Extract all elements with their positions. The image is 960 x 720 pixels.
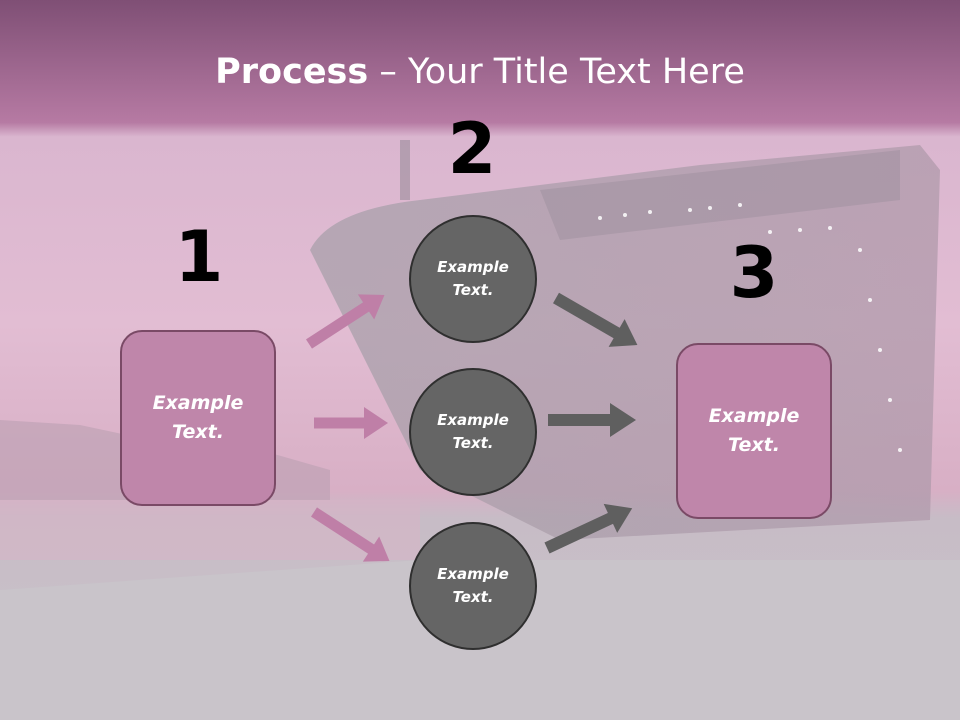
- title-bold: Process: [215, 52, 369, 92]
- arrow-gray-right: [548, 403, 636, 437]
- title-rest: – Your Title Text Here: [368, 52, 745, 92]
- step-circle-middle-text: Example Text.: [437, 411, 509, 452]
- step-box-1-text: Example Text.: [152, 392, 244, 443]
- arrow-pink-down: [311, 507, 390, 562]
- step-circle-bottom: Example Text.: [409, 522, 537, 650]
- arrow-pink-right: [314, 407, 388, 439]
- arrow-gray-down: [553, 292, 638, 347]
- step-circle-top: Example Text.: [409, 215, 537, 343]
- step-box-3: Example Text.: [676, 343, 832, 519]
- step-box-3-text: Example Text.: [708, 405, 800, 456]
- step-circle-bottom-text: Example Text.: [437, 565, 509, 606]
- slide-title: Process – Your Title Text Here: [0, 52, 960, 92]
- arrow-pink-up: [306, 294, 385, 349]
- step-number-2: 2: [447, 108, 497, 190]
- step-number-1: 1: [174, 216, 224, 298]
- arrow-gray-up: [544, 503, 633, 554]
- step-number-3: 3: [729, 232, 779, 314]
- step-circle-middle: Example Text.: [409, 368, 537, 496]
- step-circle-top-text: Example Text.: [437, 258, 509, 299]
- step-box-1: Example Text.: [120, 330, 276, 506]
